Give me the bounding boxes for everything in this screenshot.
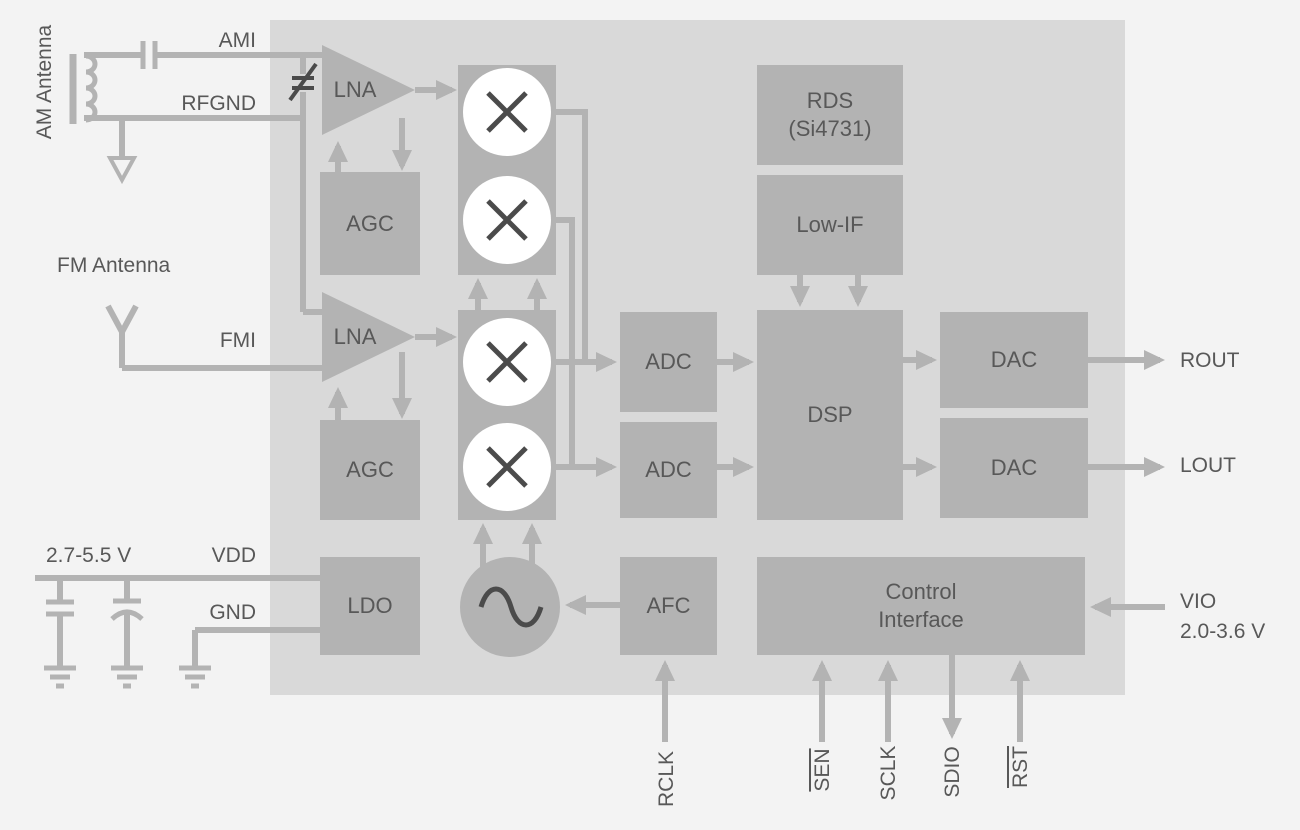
adc1-label: ADC <box>645 349 692 374</box>
adc1-block <box>620 312 717 412</box>
afc-label: AFC <box>646 593 691 618</box>
control-label-line2: Interface <box>878 607 964 632</box>
varactor-icon <box>292 76 314 90</box>
rst-pin-label: RST <box>1009 746 1032 788</box>
ground-triangle-icon <box>106 156 138 185</box>
lowif-label: Low-IF <box>796 212 864 237</box>
mixer-icon <box>463 423 551 511</box>
sine-wave-icon <box>478 586 544 628</box>
lna-am-triangle <box>322 45 415 135</box>
ami-pin-label: AMI <box>218 29 256 52</box>
mixer-icon <box>463 318 551 406</box>
lna-am-label: LNA <box>333 77 377 102</box>
lowif-block <box>757 175 903 275</box>
ldo-label: LDO <box>347 593 393 618</box>
rout-pin-label: ROUT <box>1180 349 1240 372</box>
polar-capacitor-curve-icon <box>110 609 144 621</box>
rds-label: RDS (Si4731) <box>757 65 903 165</box>
gnd-pin-label: GND <box>209 601 256 624</box>
dac2-label: DAC <box>990 455 1038 480</box>
gnd-wire <box>192 627 320 668</box>
bypass-capacitor-icon <box>46 599 74 617</box>
sen-pin-label: SEN <box>811 748 834 792</box>
ground-icon <box>111 665 143 689</box>
vdd-pin-label: VDD <box>211 544 256 567</box>
mixer-symbols <box>463 68 551 628</box>
vio-pin-label: VIO <box>1180 590 1217 613</box>
mixer-icon <box>463 68 551 156</box>
ground-icon <box>44 665 76 689</box>
lna-fm-triangle <box>322 292 415 382</box>
inductor-icon <box>85 53 98 123</box>
external-wiring <box>35 41 322 689</box>
adc2-block <box>620 422 717 518</box>
agc-am-block <box>320 172 420 275</box>
lout-pin-label: LOUT <box>1180 454 1237 477</box>
dsp-label: DSP <box>807 402 853 427</box>
fm-antenna-label: FM Antenna <box>57 254 171 277</box>
rds-label-line1: RDS <box>806 88 854 113</box>
control-interface-label: Control Interface <box>757 557 1085 655</box>
dac1-label: DAC <box>990 347 1038 372</box>
agc-am-label: AGC <box>346 210 394 236</box>
varactor-wire <box>300 55 322 315</box>
series-capacitor-icon <box>140 41 158 69</box>
fm-antenna-icon <box>105 304 322 371</box>
internal-wiring <box>288 55 1165 742</box>
supply-range-label: 2.7-5.5 V <box>46 544 132 567</box>
adc2-label: ADC <box>645 457 692 482</box>
ldo-block <box>320 557 420 655</box>
rclk-pin-label: RCLK <box>655 750 678 808</box>
dac2-block <box>940 418 1088 518</box>
rfgnd-pin-label: RFGND <box>181 92 256 115</box>
am-antenna-label: AM Antenna <box>33 24 56 140</box>
rds-block <box>757 65 903 165</box>
agc-fm-block <box>320 420 420 520</box>
sdio-pin-label: SDIO <box>941 746 964 798</box>
varactor-slash <box>288 62 318 102</box>
vio-range-label: 2.0-3.6 V <box>1180 620 1266 643</box>
rds-label-line2: (Si4731) <box>788 116 872 141</box>
mixer-output-routing <box>556 109 588 467</box>
control-interface-block <box>757 557 1085 655</box>
control-label-line1: Control <box>885 579 957 604</box>
mixer-icon <box>463 176 551 264</box>
afc-block <box>620 557 717 655</box>
lna-fm-label: LNA <box>333 324 377 349</box>
agc-fm-label: AGC <box>346 457 394 482</box>
ground-icon <box>179 665 211 689</box>
dac1-block <box>940 312 1088 408</box>
sclk-pin-label: SCLK <box>877 745 900 801</box>
dsp-block <box>757 310 903 520</box>
fmi-pin-label: FMI <box>219 329 256 352</box>
